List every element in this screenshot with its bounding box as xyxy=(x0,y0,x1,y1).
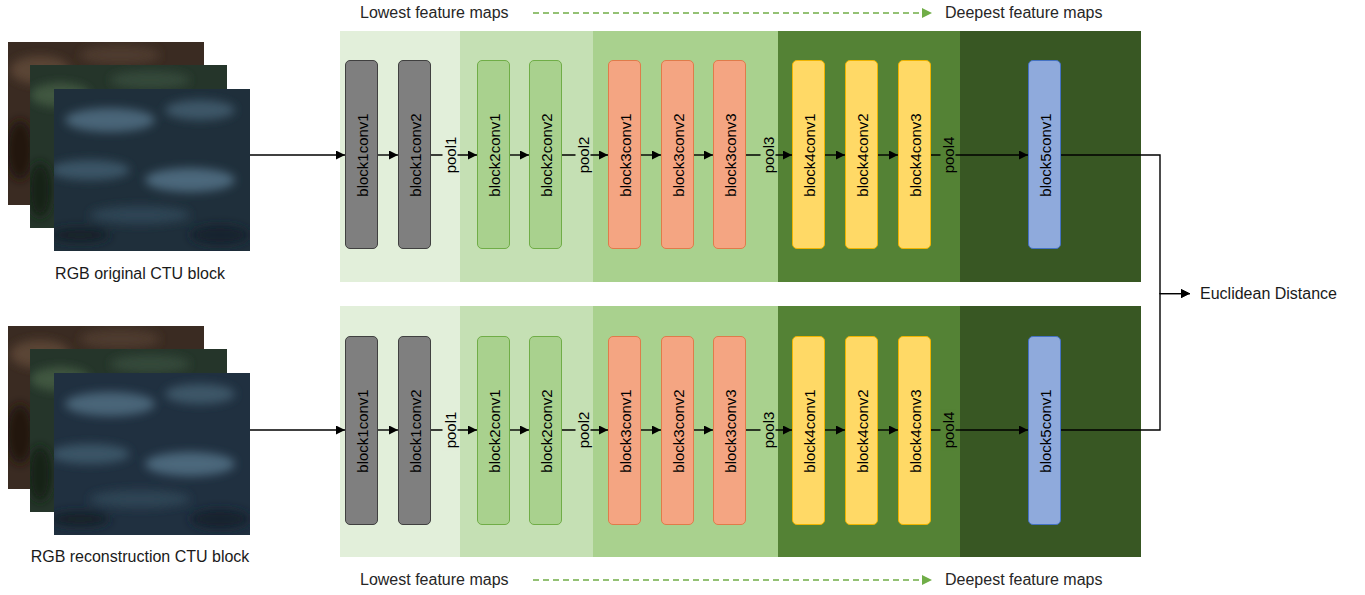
layer-name: block4conv2 xyxy=(854,389,869,472)
conv-layer-box: block1conv1 xyxy=(345,336,378,525)
input-image-block: RGB original CTU block xyxy=(8,42,250,287)
layer-name: block1conv1 xyxy=(354,113,369,196)
conv-layer-box: block3conv2 xyxy=(661,336,694,525)
layer-name: block4conv3 xyxy=(907,389,922,472)
conv-layer-box: block4conv1 xyxy=(792,60,825,249)
input-image-block: RGB reconstruction CTU block xyxy=(8,326,250,571)
layer-name: block5conv1 xyxy=(1037,389,1052,472)
image-stack xyxy=(6,326,250,535)
connector-arrow xyxy=(825,429,845,430)
connector-arrow xyxy=(694,154,713,155)
pool-label: pool4 xyxy=(941,410,956,451)
connector-arrow xyxy=(694,429,713,430)
output-label: Euclidean Distance xyxy=(1200,284,1337,303)
layer-name: block5conv1 xyxy=(1037,113,1052,196)
output-node: Euclidean Distance xyxy=(1190,284,1337,303)
conv-layer-box: block1conv1 xyxy=(345,60,378,249)
pool-label: pool1 xyxy=(443,410,458,451)
conv-layer-box: block3conv1 xyxy=(608,60,641,249)
layer-name: block3conv1 xyxy=(617,389,632,472)
connector-arrow xyxy=(250,429,345,430)
connector-arrow xyxy=(510,429,529,430)
conv-layer-box: block3conv2 xyxy=(661,60,694,249)
layer-name: block2conv2 xyxy=(538,389,553,472)
depth-arrow xyxy=(533,575,932,585)
layer-name: block2conv1 xyxy=(486,389,501,472)
connector-arrow xyxy=(378,429,398,430)
layer-name: block1conv2 xyxy=(407,113,422,196)
conv-layer-box: block3conv3 xyxy=(713,336,746,525)
layer-name: block3conv2 xyxy=(670,389,685,472)
conv-layer-box: block4conv1 xyxy=(792,336,825,525)
layer-name: block1conv2 xyxy=(407,389,422,472)
conv-layer-box: block2conv1 xyxy=(477,336,510,525)
conv-layer-box: block5conv1 xyxy=(1028,336,1061,525)
image-stack xyxy=(6,42,250,251)
pool-label: pool4 xyxy=(941,135,956,176)
conv-layer-box: block4conv3 xyxy=(898,60,931,249)
layer-name: block1conv1 xyxy=(354,389,369,472)
axis-caption: Deepest feature maps xyxy=(945,3,1102,22)
conv-layer-box: block3conv1 xyxy=(608,336,641,525)
conv-layer-box: block3conv3 xyxy=(713,60,746,249)
conv-layer-box: block1conv2 xyxy=(398,60,431,249)
layer-name: block3conv1 xyxy=(617,113,632,196)
pool-label: pool2 xyxy=(576,410,591,451)
conv-layer-box: block2conv2 xyxy=(529,336,562,525)
axis-caption: Lowest feature maps xyxy=(360,570,509,589)
connector-arrow xyxy=(378,154,398,155)
axis-caption: Lowest feature maps xyxy=(360,3,509,22)
pool-label: pool2 xyxy=(576,135,591,176)
layer-name: block2conv2 xyxy=(538,113,553,196)
connector-arrow xyxy=(878,154,898,155)
conv-layer-box: block5conv1 xyxy=(1028,60,1061,249)
conv-layer-box: block4conv3 xyxy=(898,336,931,525)
pool-label: pool1 xyxy=(443,135,458,176)
depth-bands xyxy=(340,306,1141,557)
layer-name: block4conv2 xyxy=(854,113,869,196)
depth-arrow xyxy=(533,8,932,18)
connector-arrow xyxy=(510,154,529,155)
pool-label: pool3 xyxy=(761,410,776,451)
layer-name: block3conv3 xyxy=(722,113,737,196)
depth-bands xyxy=(340,31,1141,282)
connector-arrow xyxy=(250,154,345,155)
layer-name: block2conv1 xyxy=(486,113,501,196)
layer-name: block4conv1 xyxy=(801,389,816,472)
conv-layer-box: block1conv2 xyxy=(398,336,431,525)
conv-layer-box: block2conv1 xyxy=(477,60,510,249)
connector-arrow xyxy=(641,429,661,430)
layer-name: block4conv1 xyxy=(801,113,816,196)
connector-arrow xyxy=(1061,294,1190,430)
layer-name: block4conv3 xyxy=(907,113,922,196)
connector-arrow xyxy=(1061,155,1190,294)
image-caption: RGB reconstruction CTU block xyxy=(8,547,272,566)
connector-arrow xyxy=(825,154,845,155)
image-caption: RGB original CTU block xyxy=(8,264,272,283)
conv-layer-box: block4conv2 xyxy=(845,336,878,525)
conv-layer-box: block2conv2 xyxy=(529,60,562,249)
layer-name: block3conv2 xyxy=(670,113,685,196)
conv-layer-box: block4conv2 xyxy=(845,60,878,249)
layer-name: block3conv3 xyxy=(722,389,737,472)
connector-arrow xyxy=(878,429,898,430)
axis-caption: Deepest feature maps xyxy=(945,570,1102,589)
pool-label: pool3 xyxy=(761,135,776,176)
connector-arrow xyxy=(641,154,661,155)
